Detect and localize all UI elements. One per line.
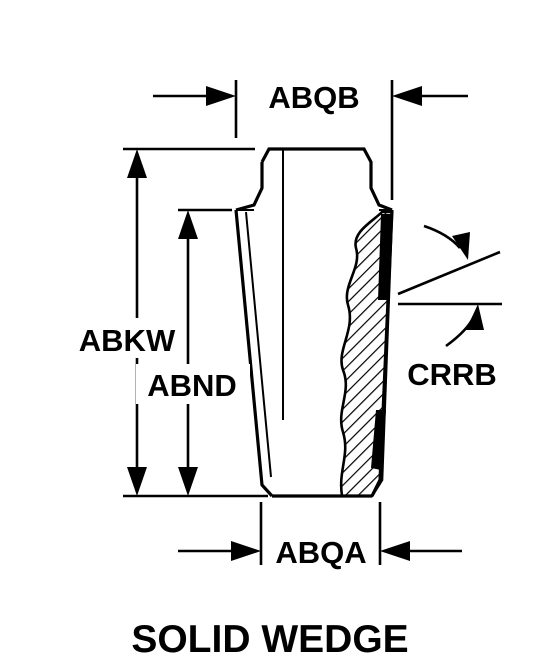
arrow-up-icon	[178, 210, 198, 239]
section-hatch	[339, 210, 394, 498]
label-bottom-width: ABQA	[275, 535, 366, 570]
dimension-bottom-width: ABQA	[178, 535, 462, 570]
arrow-down-icon	[127, 467, 147, 496]
dimension-taper-height: ABND	[136, 210, 250, 496]
dimension-top-width: ABQB	[153, 80, 468, 115]
arrow-down-icon	[178, 467, 198, 496]
label-taper-angle: CRRB	[407, 357, 497, 392]
arrow-left-icon	[392, 86, 422, 106]
arrow-curved-icon	[452, 232, 470, 260]
dimension-overall-height: ABKW	[66, 149, 186, 496]
arrow-right-icon	[206, 86, 236, 106]
arrow-up-icon	[127, 149, 147, 178]
label-overall-height: ABKW	[79, 323, 176, 358]
diagram-title: SOLID WEDGE	[131, 618, 408, 657]
arrow-right-icon	[231, 541, 261, 561]
arrow-left-icon	[380, 541, 410, 561]
dimension-taper-angle: CRRB	[407, 224, 497, 392]
label-top-width: ABQB	[268, 80, 359, 115]
extension-lines	[123, 80, 502, 565]
label-taper-height: ABND	[147, 368, 237, 403]
arrow-curved-icon	[466, 304, 484, 330]
